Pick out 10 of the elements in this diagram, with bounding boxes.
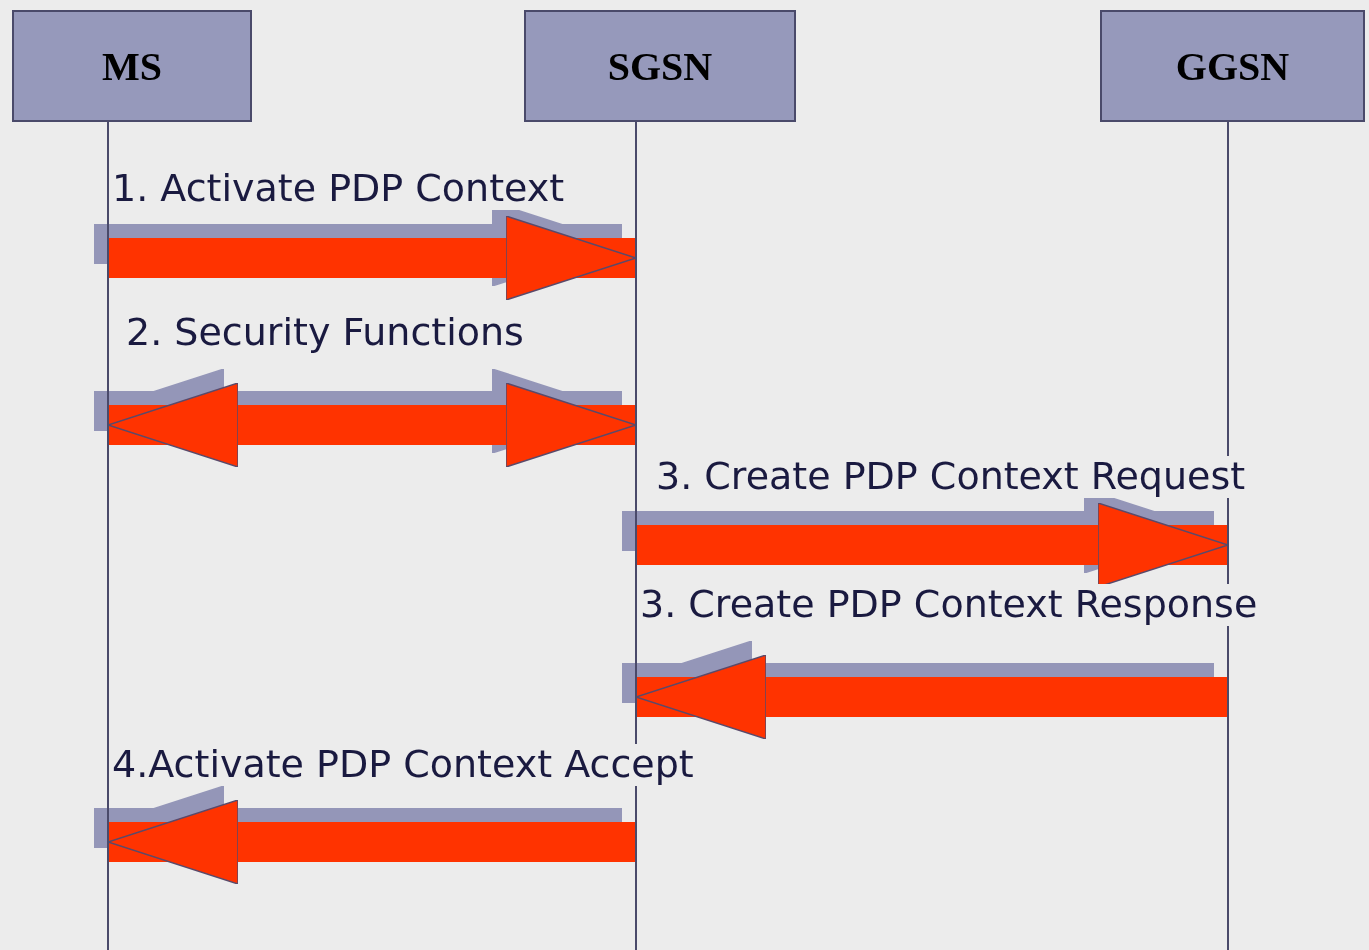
block-arrow <box>107 799 636 885</box>
lifeline-header: GGSN <box>1100 10 1365 122</box>
block-arrow <box>107 382 637 468</box>
block-arrow <box>635 654 1228 740</box>
edge-label: 4.Activate PDP Context Accept <box>112 744 694 786</box>
edge-label: 3. Create PDP Context Request <box>656 456 1246 498</box>
lifeline-header: MS <box>12 10 252 122</box>
lifeline-header: SGSN <box>524 10 796 122</box>
block-arrow <box>108 215 637 301</box>
edge-label: 3. Create PDP Context Response <box>640 584 1258 626</box>
